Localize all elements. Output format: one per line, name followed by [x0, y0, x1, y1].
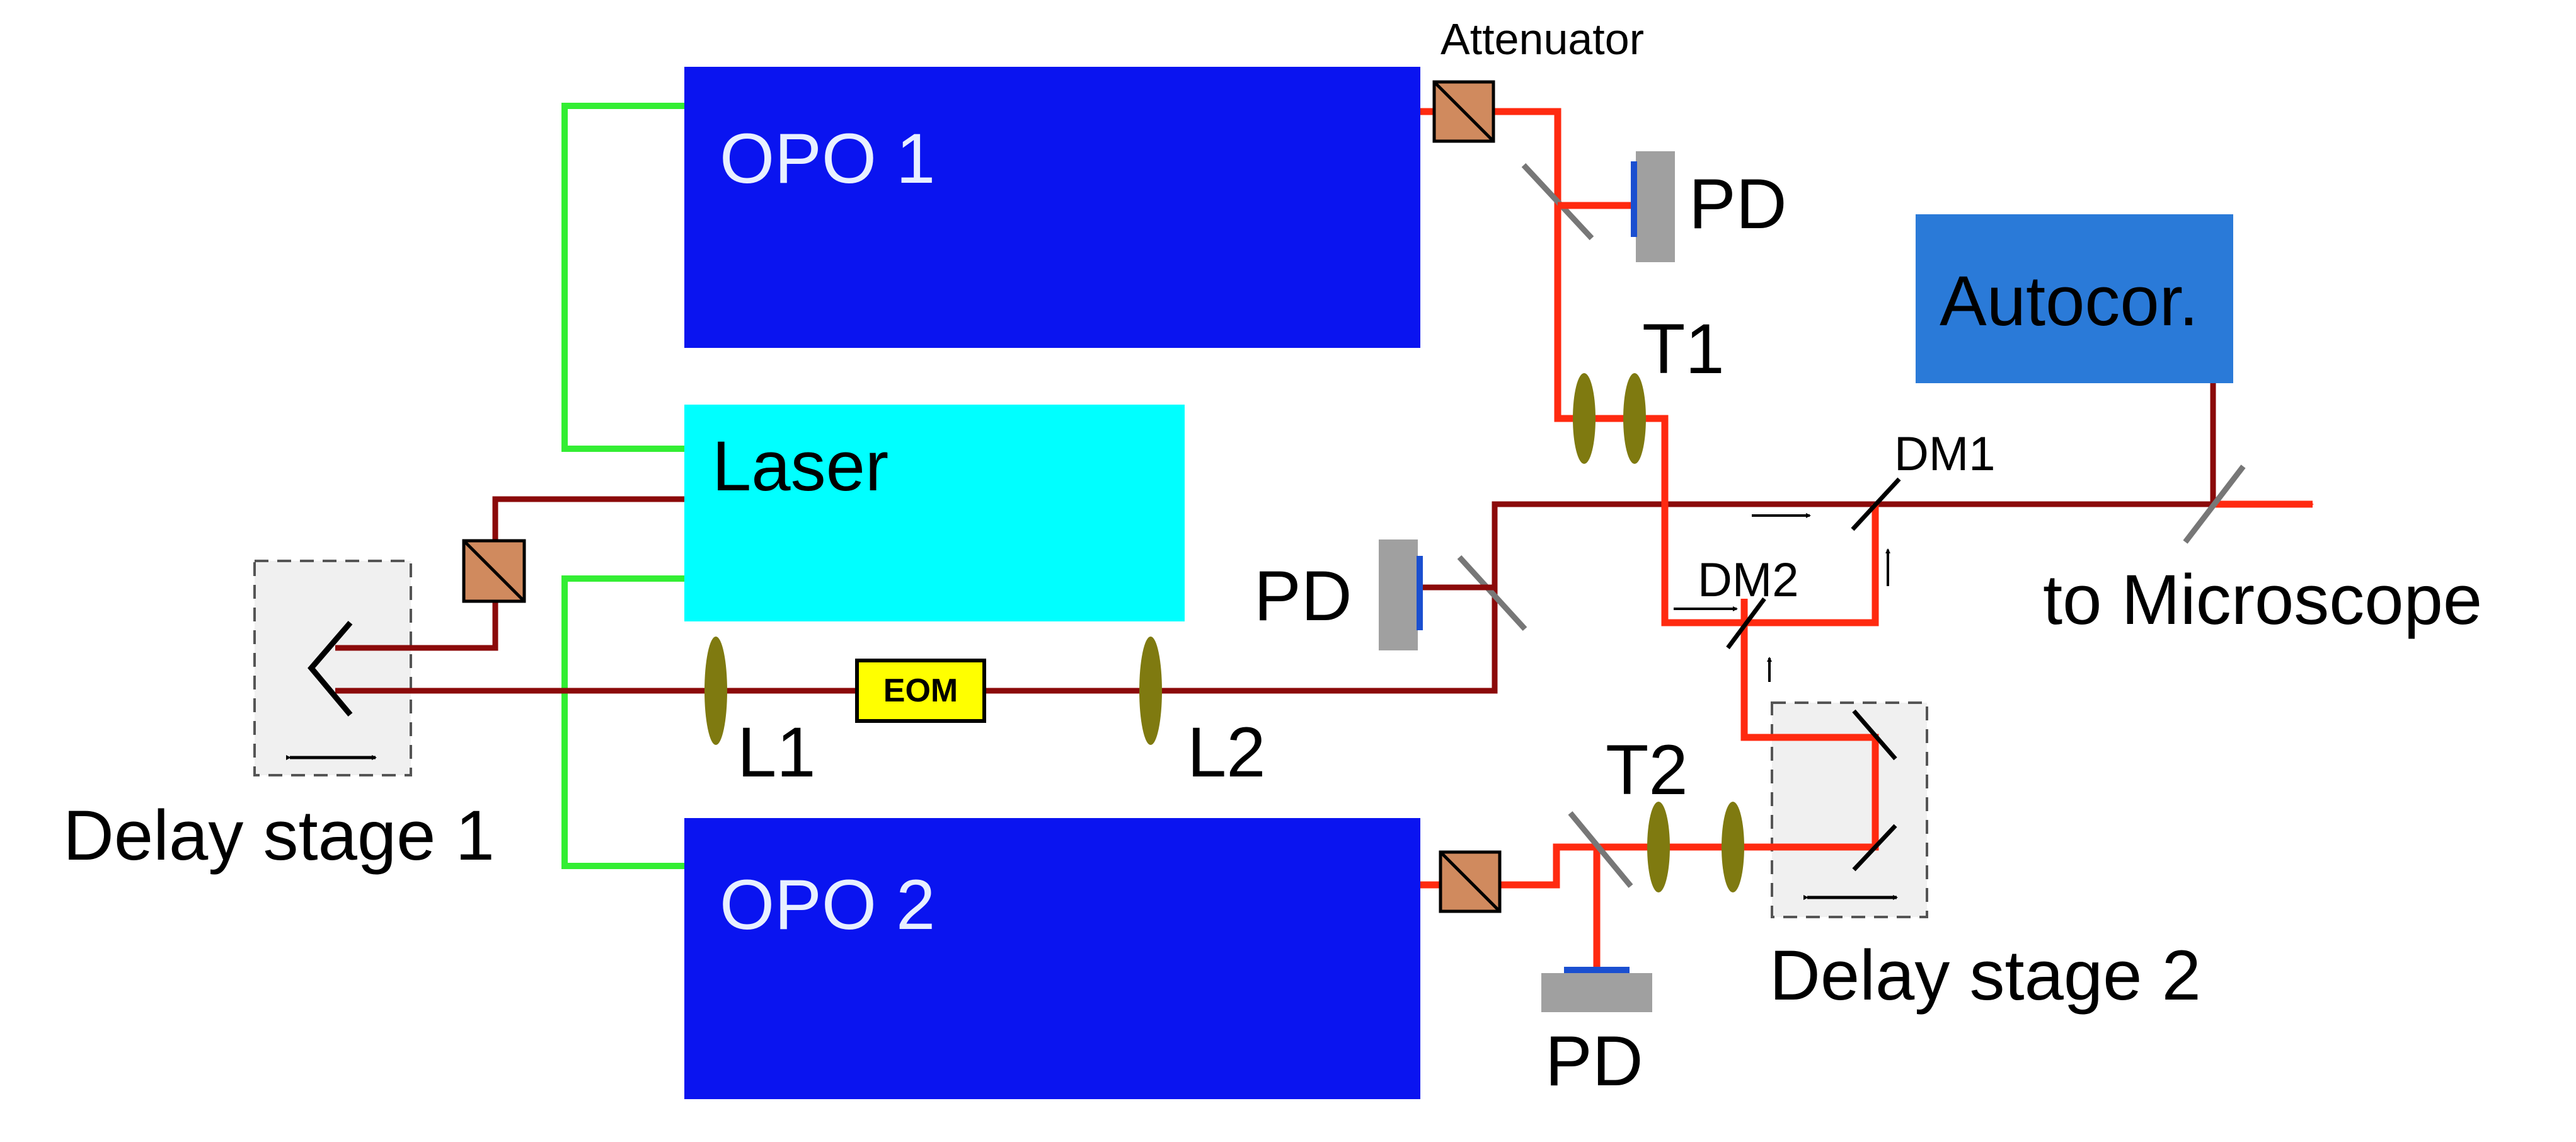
attenuator-cube-bottom	[1439, 850, 1502, 913]
opo-1-block	[684, 67, 1420, 348]
t1-label: T1	[1642, 309, 1725, 388]
opo-2-label: OPO 2	[720, 865, 935, 944]
eom-block	[855, 659, 986, 723]
eom-label: EOM	[883, 672, 958, 709]
retroreflector-1	[308, 621, 353, 717]
delay-stage-1-label: Delay stage 1	[63, 796, 495, 875]
delay-stage-2-mirrors	[1852, 709, 1897, 872]
stage-arrows	[286, 755, 1898, 900]
delay-stage-2-label: Delay stage 2	[1769, 936, 2201, 1015]
dm2-mirror	[1726, 597, 1766, 650]
direction-arrows	[1674, 513, 1890, 682]
t2-label: T2	[1606, 730, 1688, 809]
to-microscope-label: to Microscope	[2043, 560, 2482, 639]
dm2-label: DM2	[1698, 553, 1798, 607]
t1-lens-b	[1623, 373, 1646, 464]
dm1-mirror	[1851, 477, 1901, 531]
l1-label: L1	[737, 713, 816, 792]
autocorrelator-label: Autocor.	[1940, 262, 2199, 340]
l2-lens	[1139, 637, 1162, 745]
photodiode-middle	[1379, 539, 1423, 650]
pd-bottom-label: PD	[1545, 1022, 1643, 1100]
opo-1-label: OPO 1	[720, 119, 935, 198]
lenses	[704, 373, 1744, 892]
laser-label: Laser	[712, 427, 888, 505]
delay-stage-1-box	[253, 560, 412, 776]
attenuator-label: Attenuator	[1440, 14, 1644, 64]
opo-2-block	[684, 818, 1420, 1099]
t2-lens-b	[1722, 802, 1744, 892]
attenuator-cube-top	[1432, 80, 1495, 143]
attenuator-cube-laser	[462, 539, 526, 603]
pd-top-label: PD	[1689, 164, 1787, 243]
t2-lens-a	[1647, 802, 1670, 892]
photodiode-bottom	[1541, 967, 1652, 1012]
autocorrelator-block	[1916, 214, 2233, 383]
l2-label: L2	[1187, 713, 1266, 792]
pd-middle-label: PD	[1254, 557, 1352, 635]
dichroic-mirrors	[1726, 477, 1901, 650]
dm1-label: DM1	[1894, 427, 1995, 481]
t1-lens-a	[1573, 373, 1596, 464]
beam-splitters	[1457, 163, 2246, 888]
l1-lens	[704, 637, 727, 745]
green-pump-lines	[561, 103, 684, 869]
photodiode-top	[1631, 151, 1675, 262]
laser-block	[684, 405, 1185, 621]
